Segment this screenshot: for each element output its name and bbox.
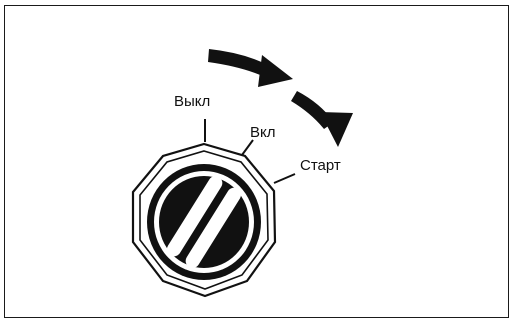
tick-on — [241, 139, 254, 156]
label-start: Старт — [300, 157, 341, 174]
curved-arrow-icon — [291, 91, 334, 129]
arrow-head-2 — [320, 112, 353, 147]
curved-arrow-icon — [208, 49, 272, 78]
rotation-arrows — [208, 49, 353, 147]
tick-start — [273, 173, 296, 184]
label-off: Выкл — [174, 93, 210, 110]
label-on: Вкл — [250, 124, 276, 141]
key-slot — [167, 176, 241, 268]
arrow-head-1 — [258, 55, 293, 87]
ignition-switch-icon — [131, 142, 277, 298]
